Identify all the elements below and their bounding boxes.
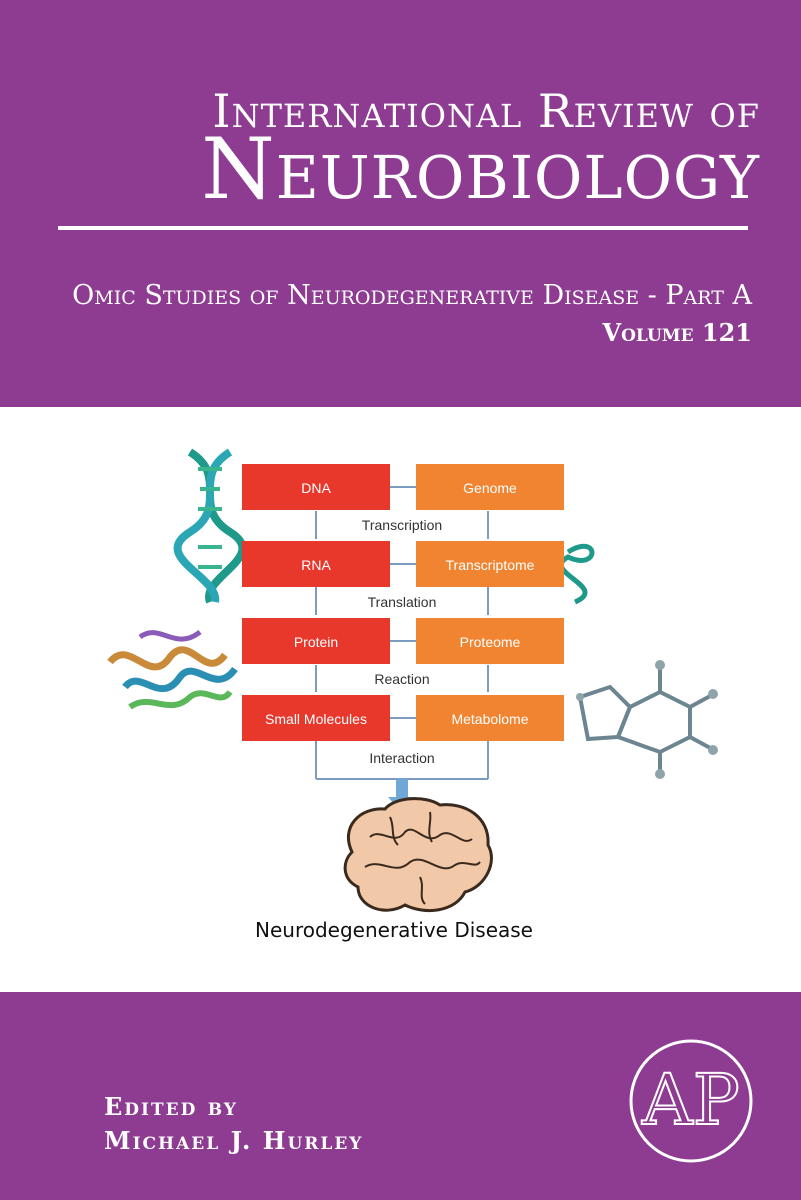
right-box-genome: Genome <box>416 464 564 510</box>
left-box-label: DNA <box>301 480 331 496</box>
right-box-label: Proteome <box>460 634 521 650</box>
title-rule <box>58 226 748 230</box>
edited-by-label: Edited by <box>104 1092 238 1121</box>
academic-press-logo-icon: AP <box>629 1039 753 1163</box>
connector-label-reaction: Reaction <box>374 671 429 687</box>
brain-icon <box>343 797 493 913</box>
series-title-line1: International Review of <box>212 84 760 138</box>
figure-caption: Neurodegenerative Disease <box>255 918 533 942</box>
omics-figure: DNA RNA Protein Small Molecules Genome <box>0 407 801 992</box>
series-title-line2: Neurobiology <box>201 120 760 218</box>
left-box-label: Small Molecules <box>265 711 367 727</box>
connector-label-translation: Translation <box>368 594 437 610</box>
volume-number: Volume 121 <box>602 318 752 347</box>
left-box-label: Protein <box>294 634 338 650</box>
right-box-label: Metabolome <box>451 711 528 727</box>
volume-title: Omic Studies of Neurodegenerative Diseas… <box>72 280 752 311</box>
top-band <box>0 0 801 407</box>
logo-letters: AP <box>641 1059 740 1141</box>
right-box-metabolome: Metabolome <box>416 695 564 741</box>
editor-name: Michael J. Hurley <box>104 1126 364 1155</box>
left-box-protein: Protein <box>242 618 390 664</box>
connector-label-transcription: Transcription <box>362 517 442 533</box>
left-box-small-molecules: Small Molecules <box>242 695 390 741</box>
right-box-label: Genome <box>463 480 517 496</box>
left-box-dna: DNA <box>242 464 390 510</box>
left-box-rna: RNA <box>242 541 390 587</box>
right-box-proteome: Proteome <box>416 618 564 664</box>
small-molecule-icon <box>577 667 713 772</box>
left-box-label: RNA <box>301 557 331 573</box>
bottom-band <box>0 992 801 1200</box>
protein-structure-icon <box>107 629 238 710</box>
omics-diagram: DNA RNA Protein Small Molecules Genome <box>107 448 718 942</box>
right-box-transcriptome: Transcriptome <box>416 541 564 587</box>
rna-wave-icon <box>558 543 595 605</box>
right-box-label: Transcriptome <box>446 557 535 573</box>
connector-label-interaction: Interaction <box>369 750 434 766</box>
dna-helix-icon <box>173 448 247 604</box>
